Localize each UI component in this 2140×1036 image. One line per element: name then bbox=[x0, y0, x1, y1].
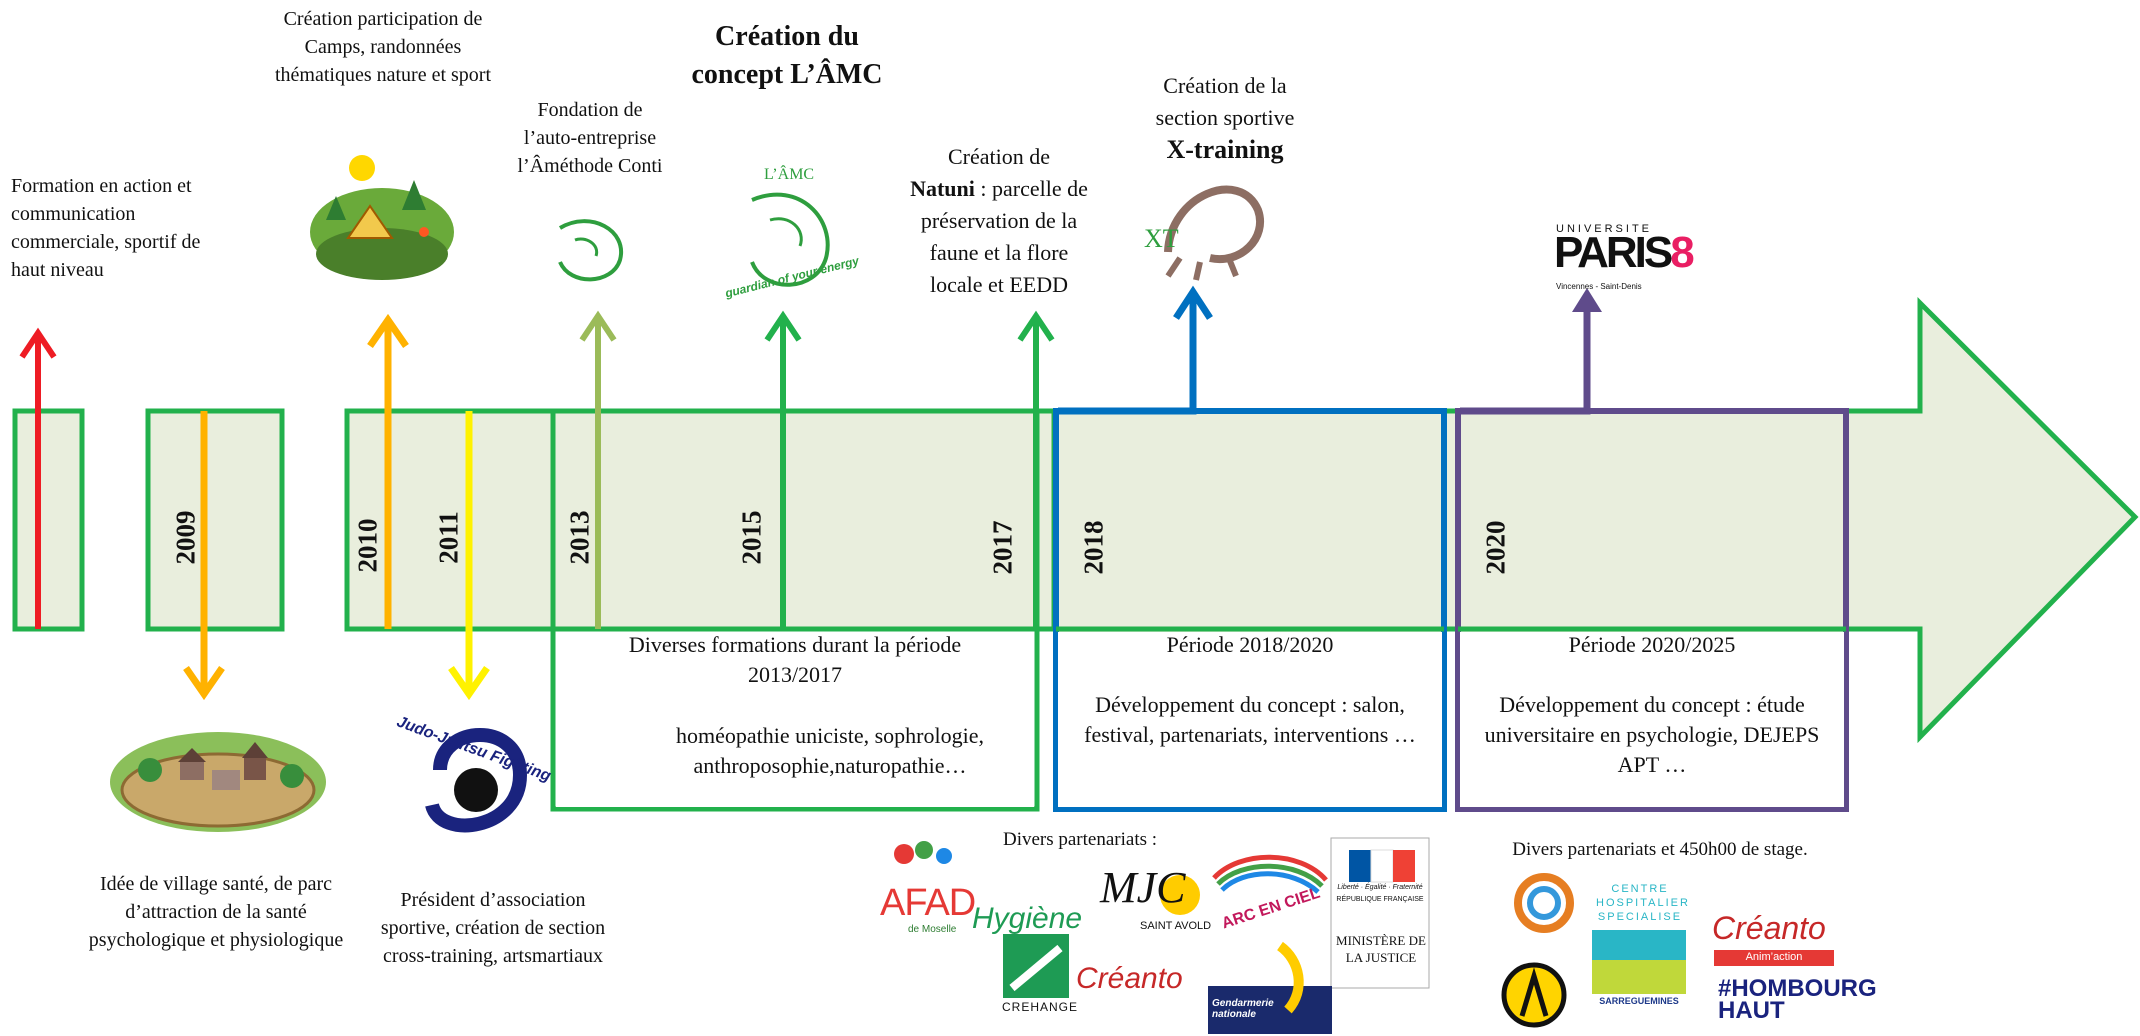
xtraining-prefix: Création de la section sportive bbox=[1155, 73, 1295, 130]
arrow-yellow-down bbox=[448, 411, 490, 701]
period-2018-body: Développement du concept : salon, festiv… bbox=[1084, 692, 1416, 747]
xt-logo-text: XT bbox=[1144, 224, 1179, 253]
arrow-green-up-2015 bbox=[764, 310, 802, 629]
event-natuni: Création de Natuni : parcelle de préserv… bbox=[906, 141, 1092, 301]
arrow-red bbox=[19, 327, 57, 629]
crehange-logo: CREHANGE bbox=[1002, 1000, 1079, 1014]
camp-illustration bbox=[310, 155, 454, 280]
judo-logo-graphic bbox=[425, 728, 528, 833]
event-camps: Création participation de Camps, randonn… bbox=[274, 8, 492, 86]
year-2013: 2013 bbox=[564, 510, 595, 565]
arrow-orange-down bbox=[183, 411, 225, 701]
creanto-anim: Anim’action bbox=[1745, 951, 1803, 963]
chs-logo: CENTRE HOSPITALIER SPECIALISE bbox=[1596, 883, 1690, 923]
year-2010: 2010 bbox=[352, 518, 383, 573]
period-2013-body: homéopathie uniciste, sophrologie, anthr… bbox=[676, 723, 984, 778]
republique-motto: Liberté · Égalité · Fraternité bbox=[1337, 884, 1423, 891]
ministere-justice: MINISTÈRE DE LA JUSTICE bbox=[1336, 933, 1426, 965]
hombourg-logo: #HOMBOURG HAUT bbox=[1718, 975, 1877, 1024]
chs-city: SARREGUEMINES bbox=[1599, 996, 1679, 1006]
arrow-lightgreen-up bbox=[579, 310, 617, 629]
partners-left-title: Divers partenariats : bbox=[1002, 829, 1158, 850]
partner-logos-right bbox=[1501, 873, 1834, 1028]
year-2015: 2015 bbox=[736, 510, 767, 565]
year-2020: 2020 bbox=[1480, 520, 1511, 575]
village-illustration bbox=[110, 732, 326, 832]
mjc-sub: SAINT AVOLD bbox=[1140, 920, 1212, 932]
natuni-rest: : parcelle de préservation de la faune e… bbox=[920, 176, 1088, 297]
gendarmerie-logo: Gendarmerie nationale bbox=[1212, 998, 1274, 1020]
period-2018-title: Période 2018/2020 bbox=[1166, 632, 1334, 657]
paris8-word: PARIS bbox=[1554, 228, 1673, 277]
event-village: Idée de village santé, de parc d’attract… bbox=[88, 873, 344, 951]
afad-logo: AFAD bbox=[880, 882, 976, 924]
period-2020-body: Développement du concept : étude univers… bbox=[1484, 692, 1820, 777]
partners-right-title: Divers partenariats et 450h00 de stage. bbox=[1512, 839, 1808, 860]
republique-label: RÉPUBLIQUE FRANÇAISE bbox=[1336, 896, 1424, 903]
arrow-green-up-2017 bbox=[1017, 310, 1055, 629]
xtraining-name: X-training bbox=[1166, 135, 1284, 164]
xtraining-logo-graphic bbox=[1164, 185, 1264, 281]
year-2018: 2018 bbox=[1078, 520, 1109, 575]
creanto-logo-right: Créanto bbox=[1712, 910, 1826, 946]
year-2009: 2009 bbox=[170, 510, 201, 565]
event-concept: Création du concept L’ÂMC bbox=[691, 21, 883, 90]
amc-main-logo-graphic bbox=[750, 192, 830, 287]
amc-small-logo-graphic bbox=[558, 219, 624, 282]
event-xtraining: Création de la section sportive X-traini… bbox=[1130, 70, 1320, 167]
event-president: Président d’association sportive, créati… bbox=[380, 889, 606, 967]
paris8-univ: UNIVERSITE bbox=[1556, 223, 1653, 235]
natuni-prefix: Création de bbox=[947, 144, 1051, 169]
arrow-orange-up bbox=[367, 313, 409, 629]
event-fondation: Fondation de l’auto-entreprise l’Âméthod… bbox=[517, 99, 663, 177]
paris8-number: 8 bbox=[1670, 228, 1695, 277]
segment-box-early bbox=[12, 408, 85, 632]
period-2013-title: Diverses formations durant la période 20… bbox=[628, 632, 962, 687]
hygiene-logo: Hygiène bbox=[972, 902, 1083, 935]
amc-main-top: L’ÂMC bbox=[764, 166, 815, 183]
mjc-logo: MJC bbox=[1100, 863, 1186, 912]
paris8-name: PARIS8 bbox=[1554, 228, 1695, 278]
natuni-name: Natuni bbox=[910, 176, 975, 201]
event-formation: Formation en action et communication com… bbox=[11, 175, 201, 281]
afad-sub: de Moselle bbox=[908, 924, 957, 935]
year-2011: 2011 bbox=[433, 511, 464, 564]
arrow-purple-paris8 bbox=[1460, 288, 1602, 415]
period-2020-title: Période 2020/2025 bbox=[1568, 632, 1736, 657]
creanto-logo-left: Créanto bbox=[1076, 962, 1183, 995]
partner-logos-left bbox=[894, 837, 1430, 1034]
arrow-blue-xtraining bbox=[1058, 285, 1213, 415]
segment-box-2009 bbox=[145, 408, 285, 632]
year-2017: 2017 bbox=[987, 520, 1018, 575]
segment-box-2010 bbox=[344, 408, 1057, 632]
paris8-sub: Vincennes - Saint-Denis bbox=[1556, 282, 1642, 291]
